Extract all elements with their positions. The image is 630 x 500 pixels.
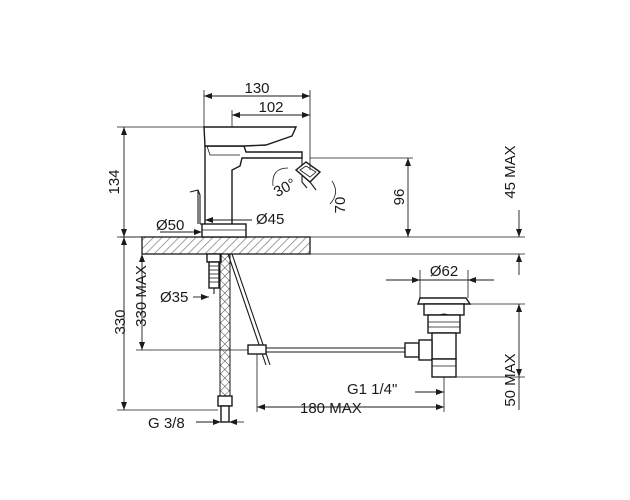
label-waste-height: 50 MAX xyxy=(502,353,519,406)
label-hose-length-max: 330 MAX xyxy=(133,265,150,327)
label-mixer-height: 134 xyxy=(106,169,123,194)
label-overall-width: 130 xyxy=(244,80,269,97)
label-deck-max: 45 MAX xyxy=(502,145,519,198)
label-waste-thread: G1 1/4" xyxy=(347,381,397,398)
dim-96: 96 xyxy=(310,157,413,237)
label-spout-reach: 102 xyxy=(258,99,283,116)
pop-up-waste xyxy=(417,297,472,378)
label-nozzle-width: 70 xyxy=(332,197,349,214)
dim-30-deg: 30° xyxy=(271,175,299,201)
dim-dia-50: Ø50 xyxy=(156,217,202,235)
label-waste-diameter: Ø62 xyxy=(430,263,458,280)
dim-dia-45: Ø45 xyxy=(205,211,284,228)
label-hole-diameter: Ø35 xyxy=(160,289,188,306)
dim-180-max: 180 MAX xyxy=(256,354,445,417)
dim-330: 330 xyxy=(112,236,218,411)
label-base-diameter: Ø50 xyxy=(156,217,184,234)
label-hose-length: 330 xyxy=(112,309,129,334)
label-swivel-angle: 30° xyxy=(271,175,299,201)
dim-dia-35: Ø35 xyxy=(160,289,209,306)
pop-up-linkage xyxy=(227,253,420,366)
dim-45-max: 45 MAX xyxy=(310,145,525,275)
pop-up-rod-handle xyxy=(189,189,204,225)
dim-hose-thread: G 3/8 xyxy=(148,415,244,432)
label-hose-thread: G 3/8 xyxy=(148,415,185,432)
dim-70: 70 xyxy=(332,197,349,214)
dim-134: 134 xyxy=(106,126,204,237)
dim-330-max: 330 MAX xyxy=(133,254,248,351)
label-spout-height: 96 xyxy=(391,189,408,206)
dim-waste-thread: G1 1/4" xyxy=(347,377,445,398)
counter-top xyxy=(120,236,525,255)
label-rod-diameter: Ø45 xyxy=(256,211,284,228)
mixer-shank xyxy=(206,253,222,294)
dim-102: 102 xyxy=(231,99,310,127)
label-rod-length: 180 MAX xyxy=(300,400,362,417)
bidet-nozzle xyxy=(272,158,336,205)
mixer-body xyxy=(201,126,303,238)
dim-50-max: 50 MAX xyxy=(456,303,525,410)
dim-dia-62: Ø62 xyxy=(386,263,494,298)
dim-130: 130 xyxy=(203,80,311,170)
flexible-hose xyxy=(217,253,233,423)
